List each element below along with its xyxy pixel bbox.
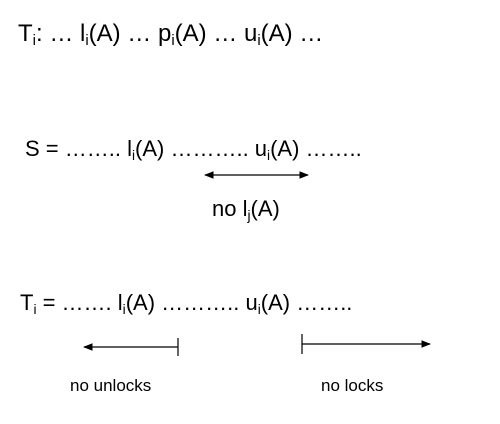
schedule-note: no lj(A) bbox=[212, 196, 280, 223]
transaction-label-2: Ti bbox=[20, 290, 37, 317]
line-schedule: S = …….. li(A) ……….. ui(A) …….. bbox=[25, 136, 362, 163]
no-unlocks-label: no unlocks bbox=[70, 376, 152, 395]
line-transaction-ops: Ti: … li(A) … pi(A) … ui(A) … bbox=[18, 20, 324, 50]
line-transaction-two-phase: Ti = ……. li(A) ……….. ui(A) …….. bbox=[20, 290, 353, 317]
no-locks-label: no locks bbox=[321, 376, 384, 395]
transaction-label: Ti bbox=[18, 20, 36, 50]
